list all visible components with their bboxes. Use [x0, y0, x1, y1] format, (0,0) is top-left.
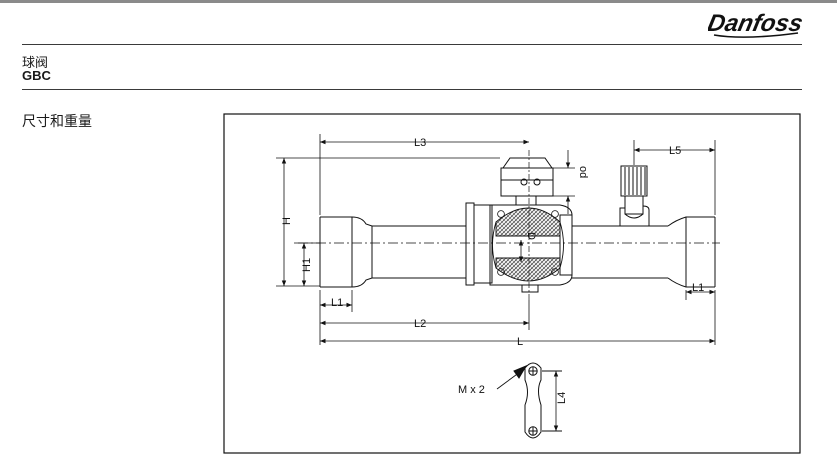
dim-l3: L3 [414, 137, 426, 149]
brand-logo-text: Danfoss [708, 10, 804, 37]
drawing-frame [223, 113, 801, 454]
service-port [619, 165, 650, 226]
dim-h: H [281, 217, 293, 225]
section-heading: 尺寸和重量 [22, 113, 92, 129]
title-rule [22, 89, 802, 90]
dim-l1-left: L1 [331, 297, 343, 309]
dim-l2: L2 [414, 318, 426, 330]
ball [492, 207, 564, 282]
danfoss-logo: Danfoss [708, 10, 804, 38]
dimension-lines [276, 134, 716, 345]
dim-l4: L4 [556, 392, 568, 404]
dim-l1-right: L1 [692, 282, 704, 294]
spindle-cap [500, 157, 554, 206]
technical-drawing: L3 L5 H H1 od D L1 L1 L2 L L4 M x 2 [223, 113, 801, 454]
valve-body-outline [319, 202, 716, 293]
header-rule [22, 44, 802, 45]
dim-thread: M x 2 [458, 384, 485, 396]
product-name-cn: 球阀 [22, 55, 49, 70]
dim-l5: L5 [669, 145, 681, 157]
product-code: GBC [22, 68, 51, 83]
dim-l: L [517, 336, 523, 348]
dim-od: od [577, 166, 589, 178]
top-rule [0, 0, 837, 3]
dimension-texts: L3 L5 H H1 od D L1 L1 L2 L L4 M x 2 [281, 137, 704, 404]
mounting-bracket [496, 362, 562, 439]
dim-h1: H1 [301, 258, 313, 272]
dim-d: D [525, 232, 537, 240]
